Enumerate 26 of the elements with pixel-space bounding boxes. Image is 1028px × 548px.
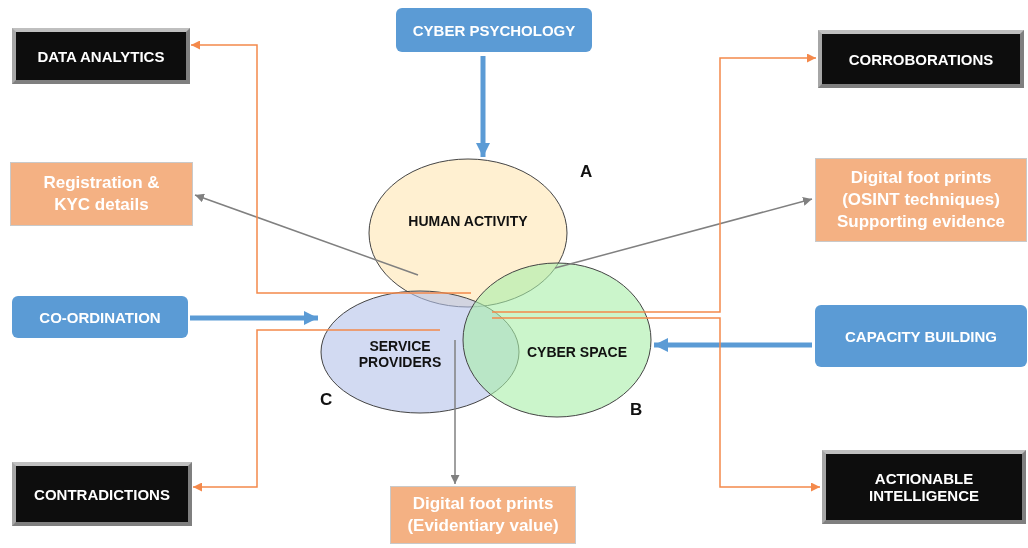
region-label: SERVICE PROVIDERS [357, 338, 443, 370]
arrow [654, 338, 812, 352]
arrow [554, 197, 813, 269]
arrow [450, 339, 460, 485]
evidence-box: Digital foot prints (OSINT techniques) Supporting evidence [815, 158, 1027, 242]
evidence-box: Digital foot prints (Evidentiary value) [390, 486, 576, 544]
topic-box: CO-ORDINATION [12, 296, 188, 338]
outcome-box: CONTRADICTIONS [12, 462, 192, 526]
region-label: HUMAN ACTIVITY [408, 213, 528, 229]
region-letter: A [580, 162, 593, 182]
arrow [190, 311, 318, 325]
outcome-box: DATA ANALYTICS [12, 28, 190, 84]
region-letter: B [630, 400, 643, 420]
evidence-box: Registration & KYC details [10, 162, 193, 226]
arrow [190, 40, 472, 294]
arrow [476, 56, 490, 157]
topic-box: CAPACITY BUILDING [815, 305, 1027, 367]
topic-box: CYBER PSYCHOLOGY [396, 8, 592, 52]
outcome-box: ACTIONABLE INTELLIGENCE [822, 450, 1026, 524]
region-label: CYBER SPACE [526, 344, 628, 360]
region-letter: C [320, 390, 333, 410]
arrow [194, 193, 419, 276]
outcome-box: CORROBORATIONS [818, 30, 1024, 88]
arrow [192, 329, 441, 492]
arrow [491, 53, 817, 313]
arrow [491, 317, 821, 492]
